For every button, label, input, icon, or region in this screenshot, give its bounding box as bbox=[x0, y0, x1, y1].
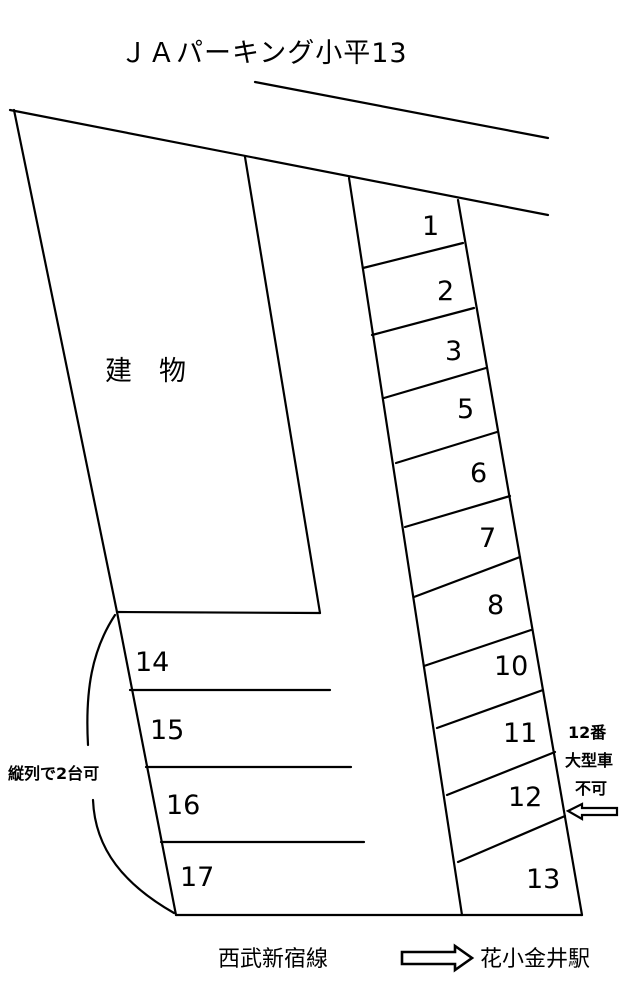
space-number: 3 bbox=[445, 336, 462, 367]
tandem-note: 縦列で2台可 bbox=[8, 764, 99, 783]
tandem-bracket-lower bbox=[91, 798, 176, 915]
space12-note-line2: 大型車 bbox=[565, 751, 613, 770]
left-parking-strip bbox=[115, 610, 584, 917]
map-title: ＪＡパーキング小平13 bbox=[120, 38, 408, 69]
space-number: 1 bbox=[422, 211, 439, 242]
space-number: 15 bbox=[150, 715, 184, 746]
space-number: 8 bbox=[487, 590, 504, 621]
railway-line-label: 西武新宿線 bbox=[218, 947, 328, 972]
road-edge-upper bbox=[253, 80, 550, 140]
space-number: 10 bbox=[494, 651, 528, 682]
space-number: 5 bbox=[457, 394, 474, 425]
station-label: 花小金井駅 bbox=[480, 947, 590, 972]
tandem-bracket-upper bbox=[86, 613, 117, 747]
space-number: 17 bbox=[180, 862, 214, 893]
space-number: 7 bbox=[479, 523, 496, 554]
road-edge-lower bbox=[8, 108, 550, 217]
space-number: 13 bbox=[526, 864, 560, 895]
direction-arrow-icon bbox=[400, 943, 475, 973]
space-number: 2 bbox=[437, 276, 454, 307]
space12-note-line1: 12番 bbox=[568, 723, 607, 742]
space-number: 12 bbox=[508, 782, 542, 813]
space12-note-line3: 不可 bbox=[575, 779, 607, 798]
space-number: 6 bbox=[470, 458, 487, 489]
space-number: 14 bbox=[135, 647, 169, 678]
right-parking-strip bbox=[347, 176, 584, 917]
entrance-arrow-icon bbox=[565, 802, 619, 821]
space-number: 16 bbox=[166, 790, 200, 821]
space-number: 11 bbox=[503, 718, 537, 749]
building-label: 建 物 bbox=[105, 356, 186, 387]
building-outline bbox=[12, 108, 322, 615]
